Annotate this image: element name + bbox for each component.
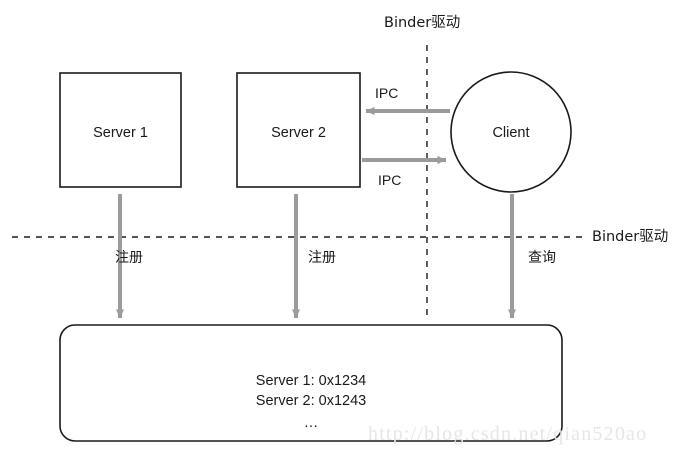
registry-entry-ellipsis: … [303, 415, 319, 431]
binder-driver-right-label: Binder驱动 [592, 229, 669, 245]
registry-entry-server1: Server 1: 0x1234 [255, 373, 367, 389]
server2-register-label: 注册 [308, 250, 336, 266]
watermark-text: http://blog.csdn.net/qian520ao [368, 423, 648, 445]
client-query-label: 查询 [528, 250, 556, 266]
server2-label: Server 2 [271, 125, 326, 141]
server1-label: Server 1 [93, 125, 148, 141]
binder-driver-top-label: Binder驱动 [384, 15, 461, 31]
registry-entry-server2: Server 2: 0x1243 [255, 393, 367, 409]
ipc-top-label: IPC [375, 85, 399, 101]
ipc-bottom-label: IPC [378, 172, 402, 188]
client-label: Client [492, 125, 530, 141]
client-circle [450, 71, 572, 193]
service-registry-box [59, 324, 563, 442]
server1-box [59, 72, 182, 188]
server2-box [236, 72, 361, 188]
server1-register-label: 注册 [115, 250, 143, 266]
